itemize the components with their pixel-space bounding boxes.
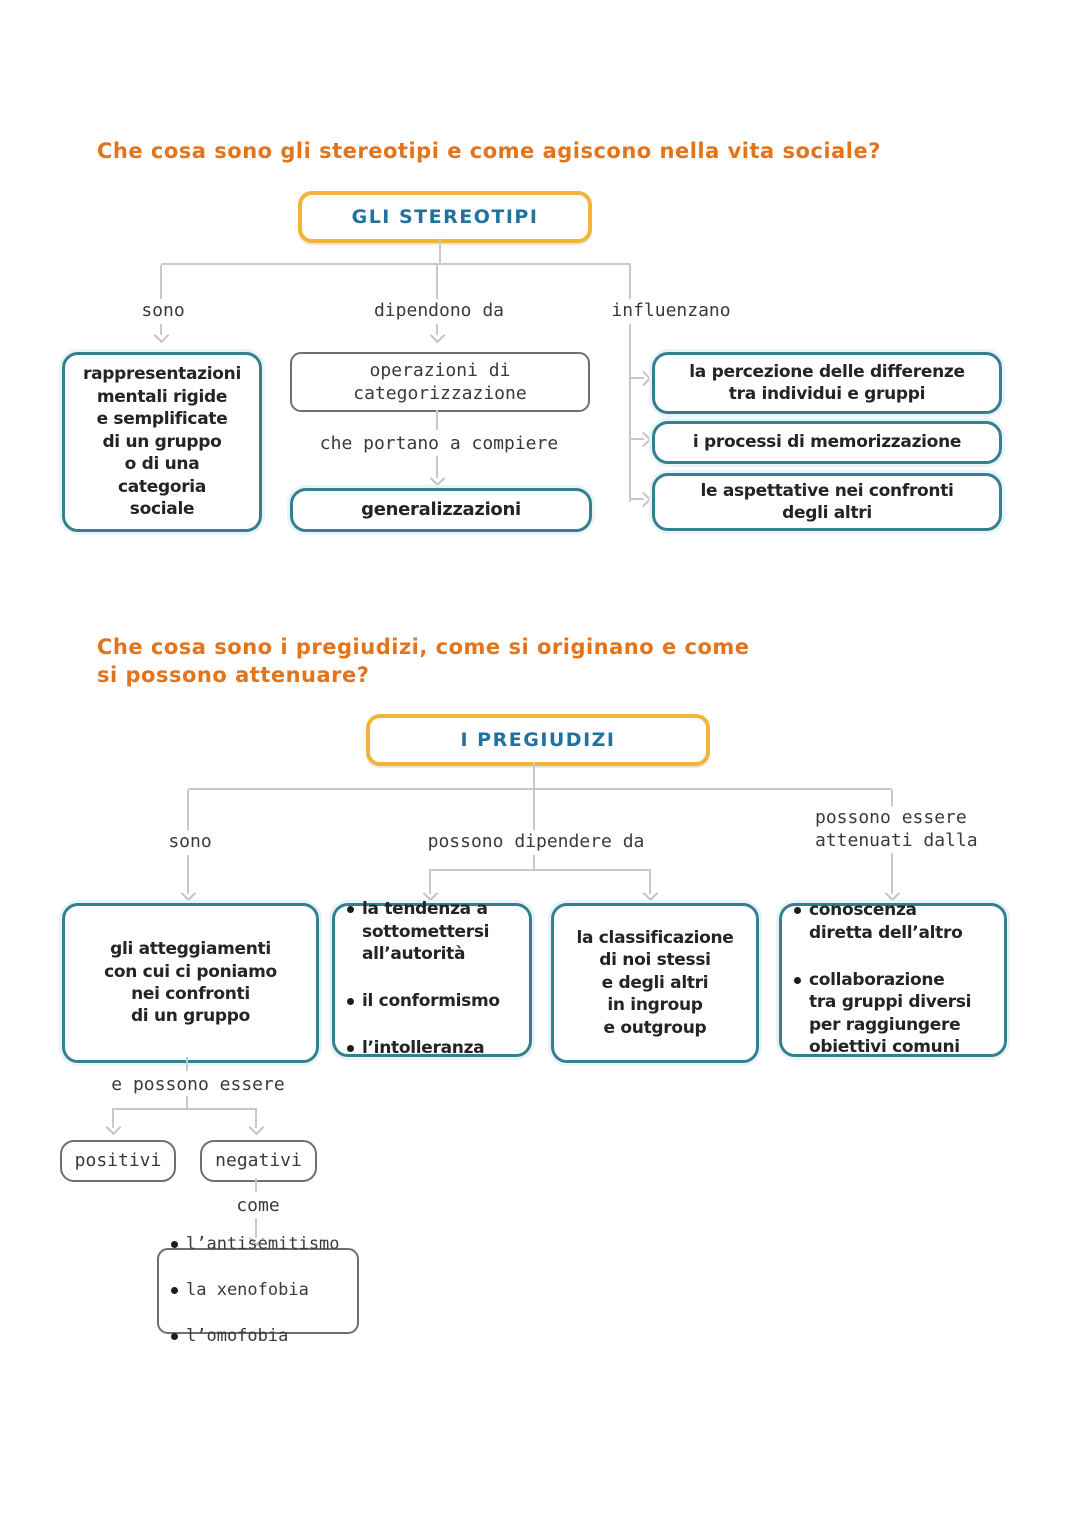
map1-branch-label-influenzano: influenzano: [603, 299, 739, 324]
list-item: conoscenza diretta dell’altro: [792, 899, 971, 944]
list-item: collaborazione tra gruppi diversi per ra…: [792, 969, 971, 1059]
esempi-list: l’antisemitismo la xenofobia l’omofobia: [169, 1211, 340, 1372]
connector-line: [188, 788, 892, 790]
map2-question-title: Che cosa sono i pregiudizi, come si orig…: [97, 635, 750, 688]
map1-node-definition: rappresentazioni mentali rigide e sempli…: [62, 352, 262, 532]
map1-root-label: GLI STEREOTIPI: [351, 206, 539, 228]
map2-node-classificazione: la classificazione di noi stessi e degli…: [551, 903, 759, 1063]
map1-node-categorizzazione: operazioni di categorizzazione: [290, 352, 590, 412]
connector-line: [429, 871, 431, 894]
map1-node-percezione: la percezione delle differenze tra indiv…: [652, 352, 1002, 414]
map1-label-che-portano: che portano a compiere: [313, 432, 565, 457]
connector-line: [255, 1178, 257, 1192]
attenuazione-list: conoscenza diretta dell’altro collaboraz…: [792, 877, 971, 1083]
arrow-down-icon: [248, 1119, 265, 1136]
connector-line: [631, 377, 644, 379]
connector-line: [161, 263, 631, 265]
map2-node-positivi: positivi: [60, 1140, 176, 1182]
arrow-down-icon: [105, 1119, 122, 1136]
map2-label-possono-essere: e possono essere: [103, 1073, 293, 1098]
map2-branch-label-dipendere: possono dipendere da: [419, 830, 653, 855]
map2-node-atteggiamenti: gli atteggiamenti con cui ci poniamo nei…: [62, 903, 319, 1063]
list-item: l’omofobia: [169, 1325, 340, 1347]
connector-line: [429, 869, 651, 871]
map1-node-generalizzazioni: generalizzazioni: [290, 488, 592, 532]
connector-line: [436, 456, 438, 478]
map1-question-title: Che cosa sono gli stereotipi e come agis…: [97, 139, 881, 163]
connector-line: [255, 1218, 257, 1238]
map2-node-negativi: negativi: [200, 1140, 317, 1182]
list-item: la xenofobia: [169, 1279, 340, 1301]
list-item: la tendenza a sottomettersi all’autorità: [345, 898, 500, 965]
map1-root-node: GLI STEREOTIPI: [298, 191, 592, 243]
connector-line: [649, 871, 651, 894]
map2-node-attenuazione: conoscenza diretta dell’altro collaboraz…: [779, 900, 1007, 1057]
map2-node-esempi: l’antisemitismo la xenofobia l’omofobia: [157, 1234, 359, 1346]
map1-branch-label-dipendono: dipendono da: [352, 299, 526, 324]
list-item: l’intolleranza: [345, 1037, 500, 1059]
arrow-right-icon: [635, 431, 652, 448]
connector-line: [255, 1110, 257, 1128]
connector-line: [629, 265, 631, 502]
arrow-down-icon: [180, 885, 197, 902]
map2-label-come: come: [216, 1194, 300, 1219]
connector-line: [186, 1096, 188, 1109]
list-item: il conformismo: [345, 990, 500, 1012]
map2-root-label: I PREGIUDIZI: [460, 729, 616, 751]
list-item: l’antisemitismo: [169, 1233, 340, 1255]
arrow-down-icon: [153, 327, 170, 344]
map2-branch-label-attenuati: possono essere attenuati dalla: [813, 806, 987, 853]
connector-line: [439, 239, 441, 264]
connector-line: [631, 438, 644, 440]
arrow-right-icon: [635, 370, 652, 387]
arrow-down-icon: [642, 885, 659, 902]
map2-root-node: I PREGIUDIZI: [366, 714, 710, 766]
connector-line: [112, 1108, 257, 1110]
map2-node-tendenze: la tendenza a sottomettersi all’autorità…: [332, 899, 532, 1058]
map2-branch-label-sono: sono: [148, 830, 232, 855]
connector-line: [186, 1057, 188, 1071]
connector-line: [436, 410, 438, 430]
tendenze-list: la tendenza a sottomettersi all’autorità…: [345, 876, 500, 1084]
arrow-down-icon: [429, 470, 446, 487]
map1-branch-label-sono: sono: [121, 299, 205, 324]
map1-node-memorizzazione: i processi di memorizzazione: [652, 421, 1002, 464]
arrow-right-icon: [635, 491, 652, 508]
connector-line: [112, 1110, 114, 1128]
map1-node-aspettative: le aspettative nei confronti degli altri: [652, 473, 1002, 531]
arrow-down-icon: [429, 327, 446, 344]
connector-line: [533, 762, 535, 789]
connector-line: [631, 498, 644, 500]
